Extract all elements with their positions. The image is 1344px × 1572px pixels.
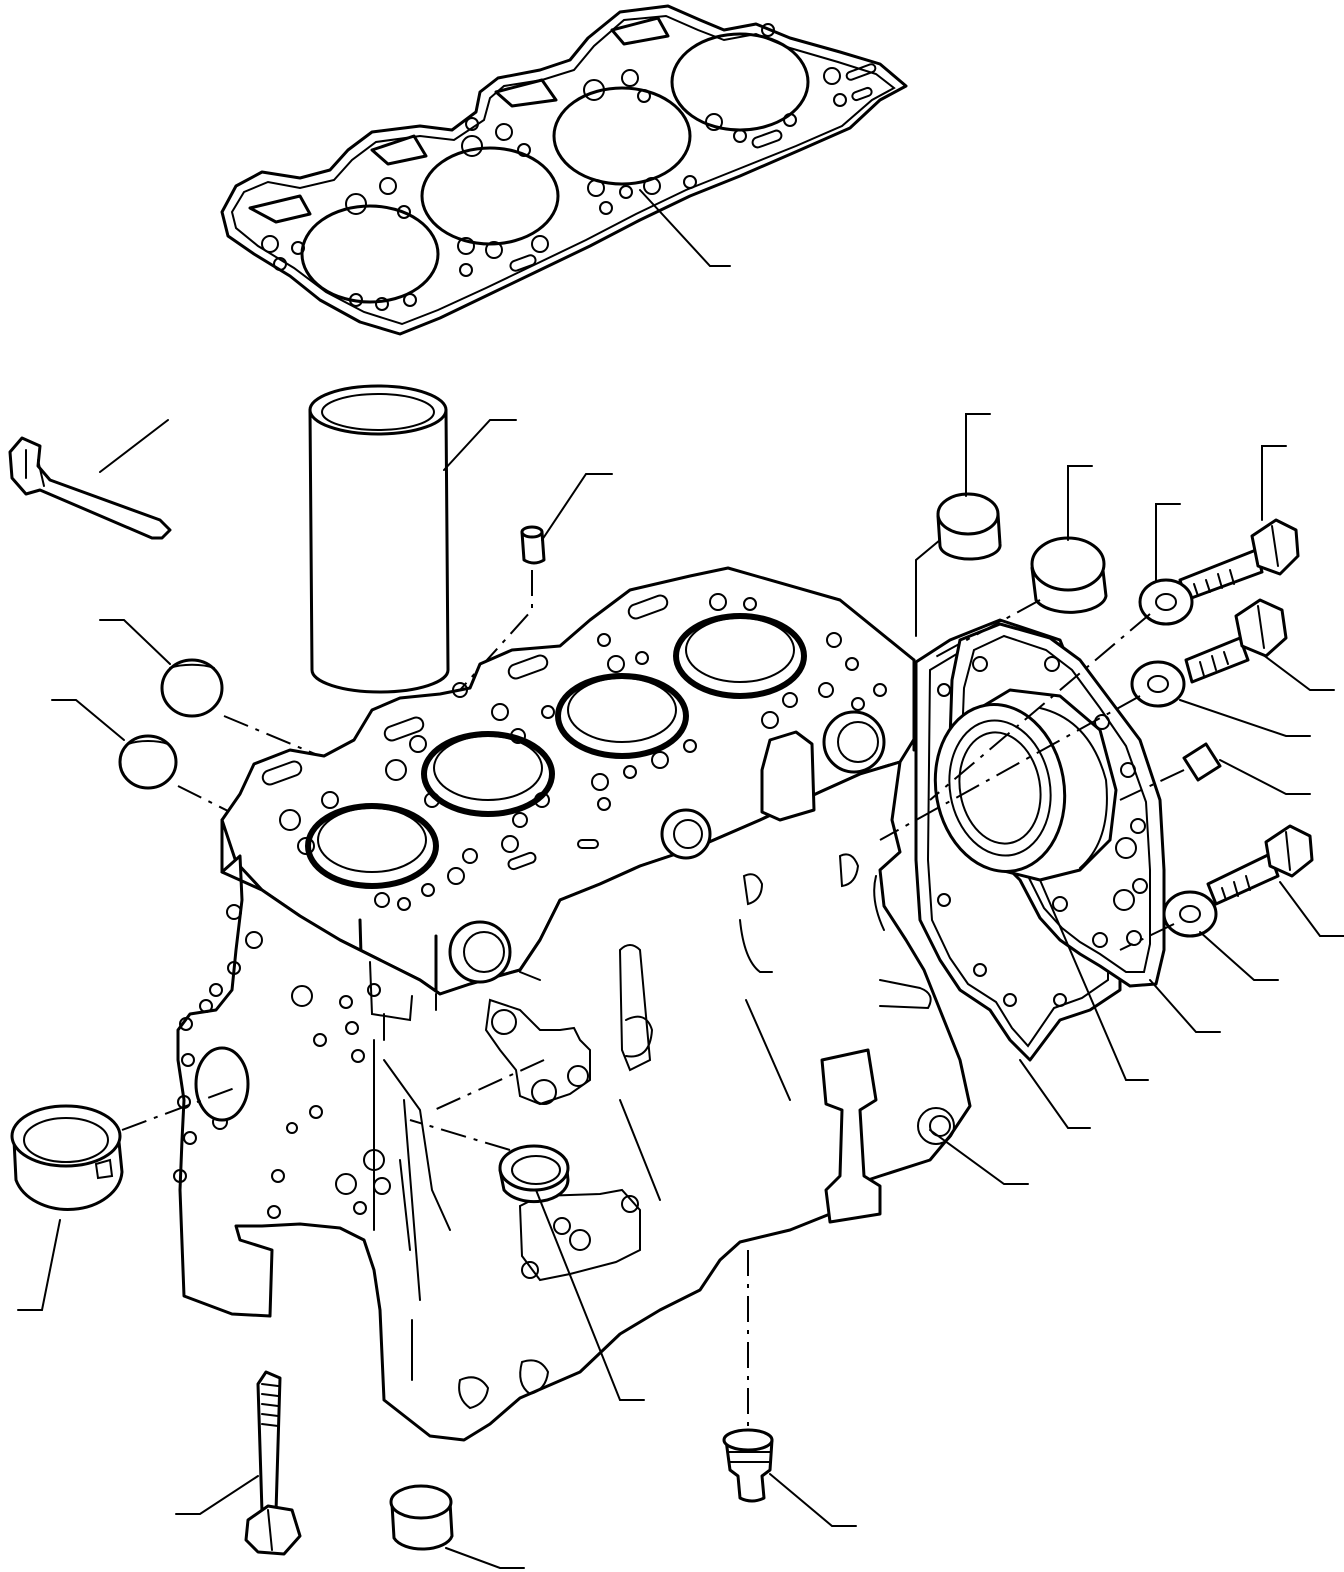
leader-head-gasket [639, 189, 731, 267]
axis-front-bushing [121, 1085, 241, 1131]
head-gasket [220, 4, 908, 336]
axis-plug-upper [223, 715, 321, 757]
leader-dowel-right [1219, 759, 1311, 795]
leader-front-bushing [17, 1219, 61, 1311]
leader-oil-seal [1039, 879, 1149, 1081]
expansion-plug-left-lower [118, 734, 178, 790]
front-bushing [10, 1104, 124, 1211]
washer-upper-right [1138, 578, 1194, 626]
cylinder-liner [308, 384, 450, 694]
leader-washer-middle-right [1179, 699, 1311, 737]
leader-liner [443, 419, 517, 471]
expansion-plug-rear-large [1030, 536, 1108, 614]
leader-bolt-middle-right [1261, 653, 1335, 691]
bottom-bolt [244, 1370, 302, 1556]
expansion-plug-left-upper [160, 658, 224, 718]
leader-plug-lower [51, 699, 125, 741]
bolt-middle-right [1184, 598, 1288, 684]
leader-plug-rear-small [965, 413, 991, 497]
leader-stud-bolt [99, 419, 169, 473]
expansion-plug-rear-small [936, 492, 1002, 561]
dowel-pin-top [520, 525, 546, 565]
leader-dowel-top [541, 473, 613, 541]
leader-rear-gasket [1019, 1059, 1091, 1129]
axis-lower-right [1119, 923, 1175, 951]
bolt-lower-right [1206, 824, 1314, 906]
washer-lower-right [1162, 890, 1218, 938]
axis-side-bushing [409, 1119, 511, 1151]
leader-washer-upper-right [1155, 503, 1181, 583]
leader-block-boss [929, 1129, 1029, 1185]
leader-rear-plate [1149, 979, 1221, 1033]
axis-plug-lower [177, 785, 231, 813]
leader-plug-upper [99, 619, 171, 665]
axis-dowel-right [1119, 769, 1185, 801]
leader-bottom-bolt [175, 1475, 259, 1515]
leader-plug-rear-small-line [915, 539, 941, 637]
axis-side-bushing-2 [429, 1059, 545, 1113]
leader-drain-plug [769, 1473, 857, 1527]
axis-plug-rear-large [929, 599, 1041, 661]
leader-washer-lower-right [1199, 931, 1279, 981]
leader-bottom-plug [445, 1547, 525, 1569]
dowel-pin-right [1182, 742, 1222, 782]
leader-bolt-lower-right [1279, 881, 1344, 937]
cylinder-block [173, 566, 972, 1442]
axis-middle-right [879, 695, 1141, 841]
bottom-plug [389, 1484, 454, 1551]
washer-middle-right [1130, 660, 1186, 708]
leader-bolt-upper-right [1261, 445, 1287, 521]
stud-bolt-left [8, 436, 172, 540]
drain-plug [722, 1428, 774, 1503]
leader-side-bushing [535, 1189, 645, 1401]
leader-plug-rear-large [1067, 465, 1093, 541]
side-bushing [498, 1144, 570, 1204]
oil-seal-housing [933, 688, 1118, 882]
axis-upper-right [929, 613, 1151, 801]
bolt-upper-right [1178, 518, 1300, 602]
